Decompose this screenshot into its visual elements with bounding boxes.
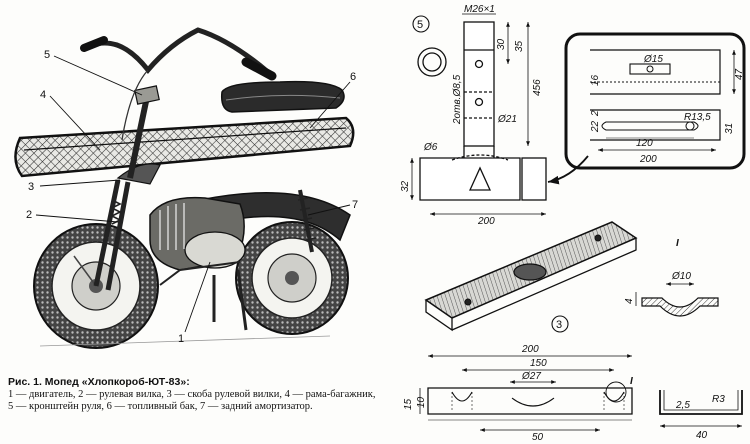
inset-drawing <box>547 32 746 185</box>
detail-3-drawing <box>419 221 743 432</box>
steering-column <box>127 91 151 179</box>
dim-sec-4: 4 <box>624 298 635 304</box>
dim-inset-200: 200 <box>639 154 657 165</box>
callout-labels: 1 2 3 4 5 6 7 <box>26 49 358 345</box>
figure-caption: Рис. 1. Мопед «Хлопкороб-ЮТ-83»: 1 — дви… <box>8 376 380 413</box>
dim-inset-22: 22 <box>590 120 601 133</box>
section-mark-elevation: I <box>630 376 633 387</box>
dim-holes: 2отв.Ø8,5 <box>452 74 463 125</box>
dim-25: 2,5 <box>675 400 690 411</box>
figure-title: Рис. 1. Мопед «Хлопкороб-ЮТ-83»: <box>8 376 190 388</box>
callout-7: 7 <box>352 199 358 211</box>
moped-illustration <box>14 27 355 349</box>
callout-5: 5 <box>44 49 50 61</box>
inset-labels: Ø15 16 47 2 22 31 R13,5 120 200 <box>590 54 745 165</box>
rear-shock <box>298 189 314 253</box>
callout-6: 6 <box>350 71 356 83</box>
dim-35: 35 <box>514 40 525 52</box>
dim-r3: R3 <box>712 394 725 405</box>
dim-30: 30 <box>496 38 507 50</box>
handlebar-bracket <box>134 85 160 105</box>
callout-leaders <box>35 55 351 333</box>
dim-200-plate: 200 <box>521 344 539 355</box>
dim-inset-120: 120 <box>636 138 653 149</box>
kickstand <box>212 269 248 331</box>
dim-inset-47: 47 <box>734 68 745 80</box>
engine <box>149 196 246 286</box>
dim-sec-10: Ø10 <box>671 271 691 282</box>
section-mark-heading: I <box>676 238 679 249</box>
dim-456: 456 <box>532 79 543 96</box>
dim-150: 150 <box>530 358 547 369</box>
detail-5-number: 5 <box>417 19 423 31</box>
dim-40: 40 <box>696 430 708 441</box>
callout-3: 3 <box>28 181 34 193</box>
seat <box>220 80 345 113</box>
dim-50: 50 <box>532 432 544 443</box>
dim-inset-16: 16 <box>590 74 601 86</box>
dim-inset-31: 31 <box>724 123 735 134</box>
handlebar <box>89 27 270 74</box>
dim-6: Ø6 <box>423 142 438 153</box>
dim-inset-15: Ø15 <box>643 54 663 65</box>
detail-5-labels: 5 M26×1 30 35 456 2отв.Ø8,5 Ø21 Ø6 32 20… <box>400 4 543 227</box>
callout-2: 2 <box>26 209 32 221</box>
dim-32: 32 <box>400 180 411 192</box>
dim-200-bracket: 200 <box>477 216 495 227</box>
dim-inset-r135: R13,5 <box>684 112 711 123</box>
dim-10: 10 <box>416 396 427 408</box>
detail-5-drawing <box>410 13 547 216</box>
front-fork <box>93 179 131 291</box>
dim-15: 15 <box>403 398 414 410</box>
dim-thread: M26×1 <box>464 4 495 15</box>
dim-inset-2: 2 <box>590 110 601 117</box>
frame-luggage-rack <box>14 116 355 178</box>
dim-21: Ø21 <box>497 114 517 125</box>
callout-4: 4 <box>40 89 46 101</box>
figure-legend: 1 — двигатель, 2 — рулевая вилка, 3 — ск… <box>8 389 376 412</box>
dim-27: Ø27 <box>521 371 541 382</box>
rear-wheel <box>235 221 349 335</box>
detail-3-labels: 3 I Ø10 4 200 150 Ø27 I 15 10 50 2,5 R3 … <box>403 238 725 443</box>
detail-3-number: 3 <box>556 319 562 331</box>
callout-1: 1 <box>178 333 184 345</box>
